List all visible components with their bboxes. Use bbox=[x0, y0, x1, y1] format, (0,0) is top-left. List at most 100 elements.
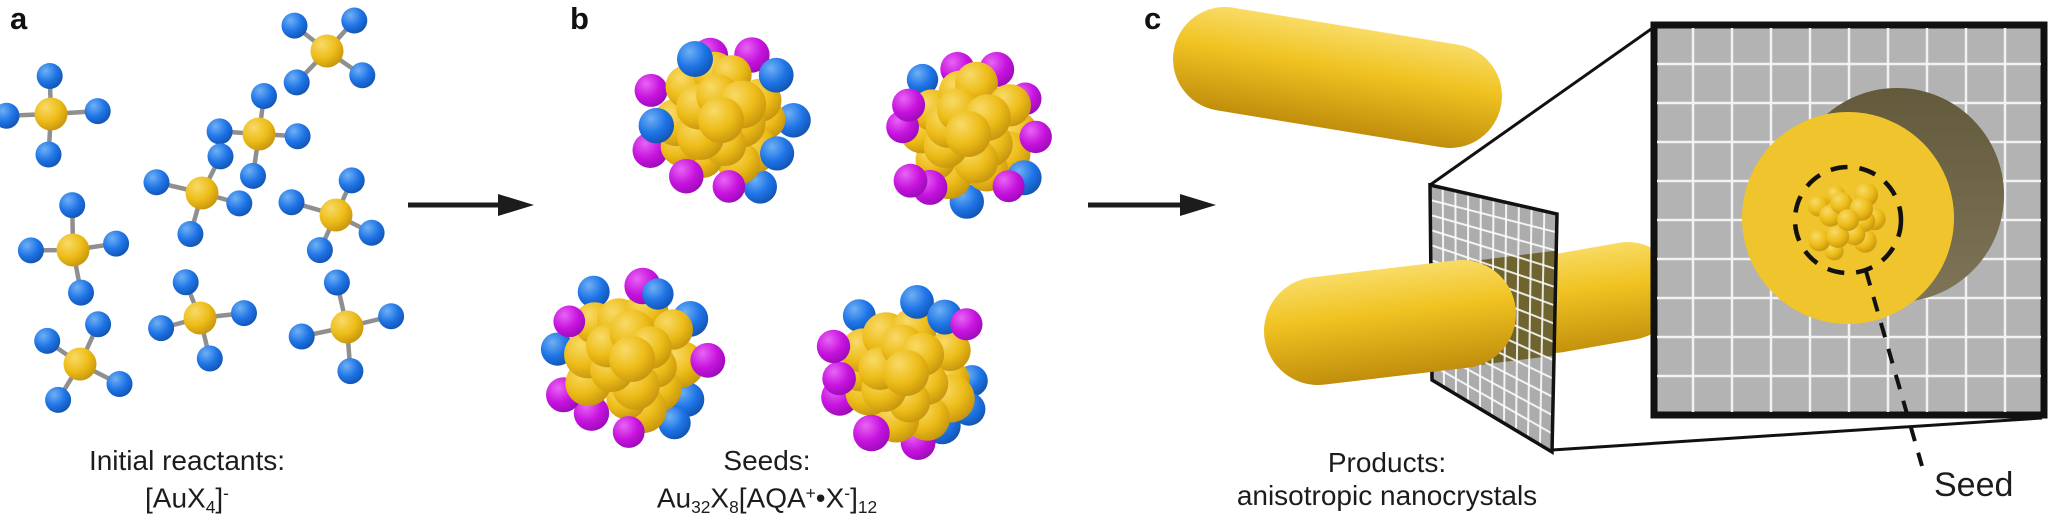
aqa-ligand-atom bbox=[822, 361, 856, 396]
aqa-ligand-atom bbox=[690, 342, 726, 378]
x-ligand-atom bbox=[34, 327, 61, 354]
gold-atom bbox=[56, 233, 90, 267]
aux4-molecule bbox=[281, 7, 376, 96]
caption-c-line2: anisotropic nanocrystals bbox=[1236, 480, 1538, 511]
embedded-seed-cluster bbox=[1807, 182, 1886, 261]
aqa-ligand-atom bbox=[892, 88, 926, 122]
formula-text: Au bbox=[656, 482, 692, 514]
plane-grid-line bbox=[1430, 244, 1556, 289]
gold-atom bbox=[1826, 224, 1850, 248]
aux4-molecule bbox=[288, 269, 405, 385]
aux4-molecule bbox=[143, 143, 253, 247]
x-ligand-atom bbox=[284, 123, 311, 150]
zoom-connector-line bbox=[1429, 25, 1655, 187]
formula-subscript: 12 bbox=[857, 496, 878, 517]
seed-cluster bbox=[816, 285, 988, 460]
gold-atom bbox=[1837, 209, 1859, 231]
x-ligand-atom bbox=[658, 406, 691, 440]
x-ligand-atom bbox=[758, 57, 794, 93]
panel-a-graphics bbox=[0, 7, 405, 413]
aux4-molecule bbox=[278, 167, 385, 264]
x-ligand-atom bbox=[59, 192, 86, 219]
plane-grid-line bbox=[1430, 229, 1557, 270]
aux4-molecule bbox=[34, 311, 133, 413]
x-ligand-atom bbox=[337, 358, 364, 385]
arrow-head-icon bbox=[1180, 194, 1216, 216]
formula-subscript: 32 bbox=[691, 496, 711, 517]
aqa-ligand-atom bbox=[612, 416, 645, 448]
caption-panel-a: Initial reactants: [AuX4]- bbox=[27, 444, 347, 524]
plane-grid-line bbox=[1431, 364, 1553, 435]
aux4-molecule bbox=[206, 83, 311, 189]
x-ligand-atom bbox=[577, 275, 610, 308]
aqa-ligand-atom bbox=[853, 414, 890, 452]
gold-atom bbox=[34, 97, 68, 131]
x-ligand-atom bbox=[177, 221, 204, 247]
x-ligand-atom bbox=[240, 162, 266, 189]
gold-atom bbox=[1808, 229, 1831, 252]
panel-label-a: a bbox=[10, 1, 28, 36]
x-ligand-atom bbox=[226, 190, 253, 217]
x-ligand-atom bbox=[677, 41, 713, 77]
x-ligand-atom bbox=[0, 102, 20, 129]
gold-atom bbox=[1830, 192, 1853, 215]
x-ligand-atom bbox=[196, 345, 223, 372]
gold-atom bbox=[609, 336, 655, 382]
nanorod bbox=[1173, 7, 1502, 148]
aux4-molecule bbox=[148, 269, 257, 372]
panel-label-b: b bbox=[570, 1, 589, 36]
gold-atom bbox=[310, 34, 344, 68]
formula-text: X bbox=[710, 482, 730, 514]
x-ligand-atom bbox=[36, 63, 63, 89]
x-ligand-atom bbox=[206, 118, 233, 145]
seed-cluster bbox=[632, 37, 811, 204]
x-ligand-atom bbox=[642, 278, 674, 310]
caption-b-line1: Seeds: bbox=[723, 445, 811, 476]
x-ligand-atom bbox=[106, 371, 133, 397]
gold-atom bbox=[698, 97, 744, 143]
formula-subscript: 8 bbox=[729, 496, 739, 517]
seed-cluster bbox=[540, 267, 726, 448]
formula-text: ] bbox=[215, 482, 224, 514]
aqa-ligand-atom bbox=[712, 170, 746, 203]
formula-superscript: - bbox=[844, 483, 851, 503]
gold-atom bbox=[883, 350, 929, 396]
aqa-ligand-atom bbox=[950, 308, 983, 341]
zoom-connector-line bbox=[1551, 416, 2043, 452]
inset-seed-label: Seed bbox=[1934, 466, 2014, 504]
aqa-ligand-atom bbox=[816, 329, 851, 364]
aux4-molecule bbox=[0, 63, 111, 168]
formula-superscript: + bbox=[805, 483, 816, 503]
caption-c-line1: Products: bbox=[1327, 447, 1447, 478]
reaction-arrow-2 bbox=[1088, 194, 1216, 216]
x-ligand-atom bbox=[283, 69, 310, 96]
x-ligand-atom bbox=[148, 315, 175, 342]
seed-cluster bbox=[886, 51, 1052, 219]
formula-superscript: - bbox=[223, 483, 229, 503]
plane-grid-line bbox=[1515, 205, 1520, 431]
aqa-ligand-atom bbox=[669, 158, 704, 194]
gold-atom bbox=[63, 347, 97, 381]
caption-b-formula: Au32X8[AQA+•X-]12 bbox=[607, 477, 927, 524]
x-ligand-atom bbox=[68, 279, 94, 306]
aqa-ligand-atom bbox=[634, 73, 668, 107]
inset-content bbox=[1657, 28, 2041, 412]
panel-b-graphics bbox=[540, 37, 1052, 460]
x-ligand-atom bbox=[900, 285, 934, 319]
x-ligand-atom bbox=[103, 230, 130, 257]
formula-subscript: 4 bbox=[205, 496, 216, 517]
seed-leader-line bbox=[1864, 270, 1924, 467]
x-ligand-atom bbox=[251, 83, 277, 109]
formula-text: [AuX bbox=[145, 482, 206, 514]
x-ligand-atom bbox=[231, 300, 257, 327]
gold-atom bbox=[242, 117, 276, 151]
x-ligand-atom bbox=[288, 323, 315, 350]
x-ligand-atom bbox=[358, 219, 385, 246]
x-ligand-atom bbox=[143, 169, 170, 196]
x-ligand-atom bbox=[378, 303, 405, 330]
plane-grid-line bbox=[1429, 199, 1557, 234]
gold-atom bbox=[183, 301, 217, 335]
x-ligand-atom bbox=[760, 136, 795, 171]
x-ligand-atom bbox=[638, 107, 674, 144]
x-ligand-atom bbox=[349, 62, 376, 89]
